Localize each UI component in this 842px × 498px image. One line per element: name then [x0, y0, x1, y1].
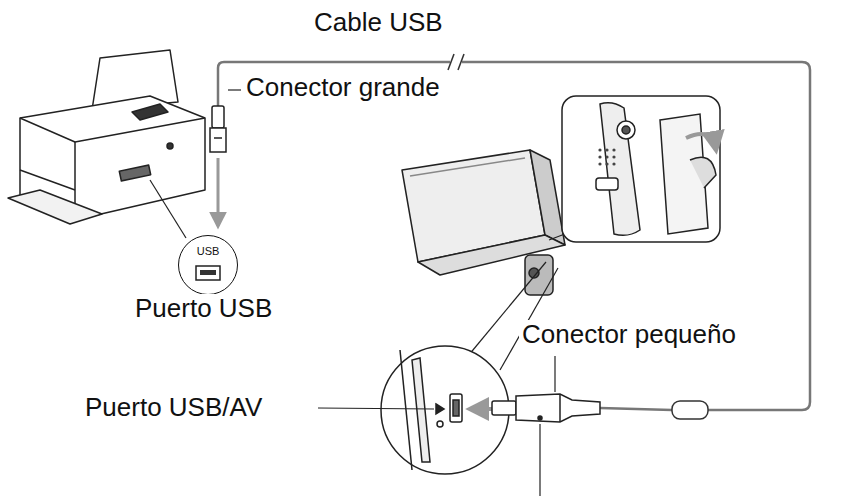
leader-line — [150, 180, 186, 238]
part-label: Puerto USB — [132, 294, 275, 324]
part-label: Conector pequeño — [519, 320, 739, 350]
speaker-hole — [605, 155, 608, 158]
usb-port — [196, 266, 220, 280]
cable-break — [448, 54, 464, 70]
port-label: USB — [179, 245, 237, 257]
cover-inset — [562, 96, 720, 242]
leader-line — [554, 356, 555, 392]
printer — [8, 50, 205, 224]
leader-line — [228, 89, 241, 90]
leader-line — [500, 268, 558, 370]
port-circle-ground — [178, 235, 238, 295]
speaker-hole — [598, 155, 601, 158]
speaker-hole — [612, 148, 615, 151]
usb-cable — [218, 62, 810, 410]
large-connector — [210, 106, 226, 152]
leader-line — [318, 408, 434, 409]
camera — [402, 150, 565, 295]
speaker-holes — [598, 148, 615, 165]
insert-arrow — [217, 158, 220, 226]
speaker-hole — [605, 148, 608, 151]
part-label: Cable USB — [311, 8, 446, 38]
speaker-hole — [598, 162, 601, 165]
port-circle: USB — [178, 235, 238, 295]
speaker-hole — [598, 148, 601, 151]
speaker-hole — [605, 162, 608, 165]
speaker-hole — [612, 155, 615, 158]
small-connector — [492, 394, 600, 422]
usb-port-tongue — [200, 270, 216, 275]
ferrite-core — [672, 401, 708, 419]
part-label: Conector grande — [243, 73, 443, 103]
leader-line — [539, 424, 540, 496]
speaker-hole — [612, 162, 615, 165]
part-label: Puerto USB/AV — [82, 393, 265, 423]
